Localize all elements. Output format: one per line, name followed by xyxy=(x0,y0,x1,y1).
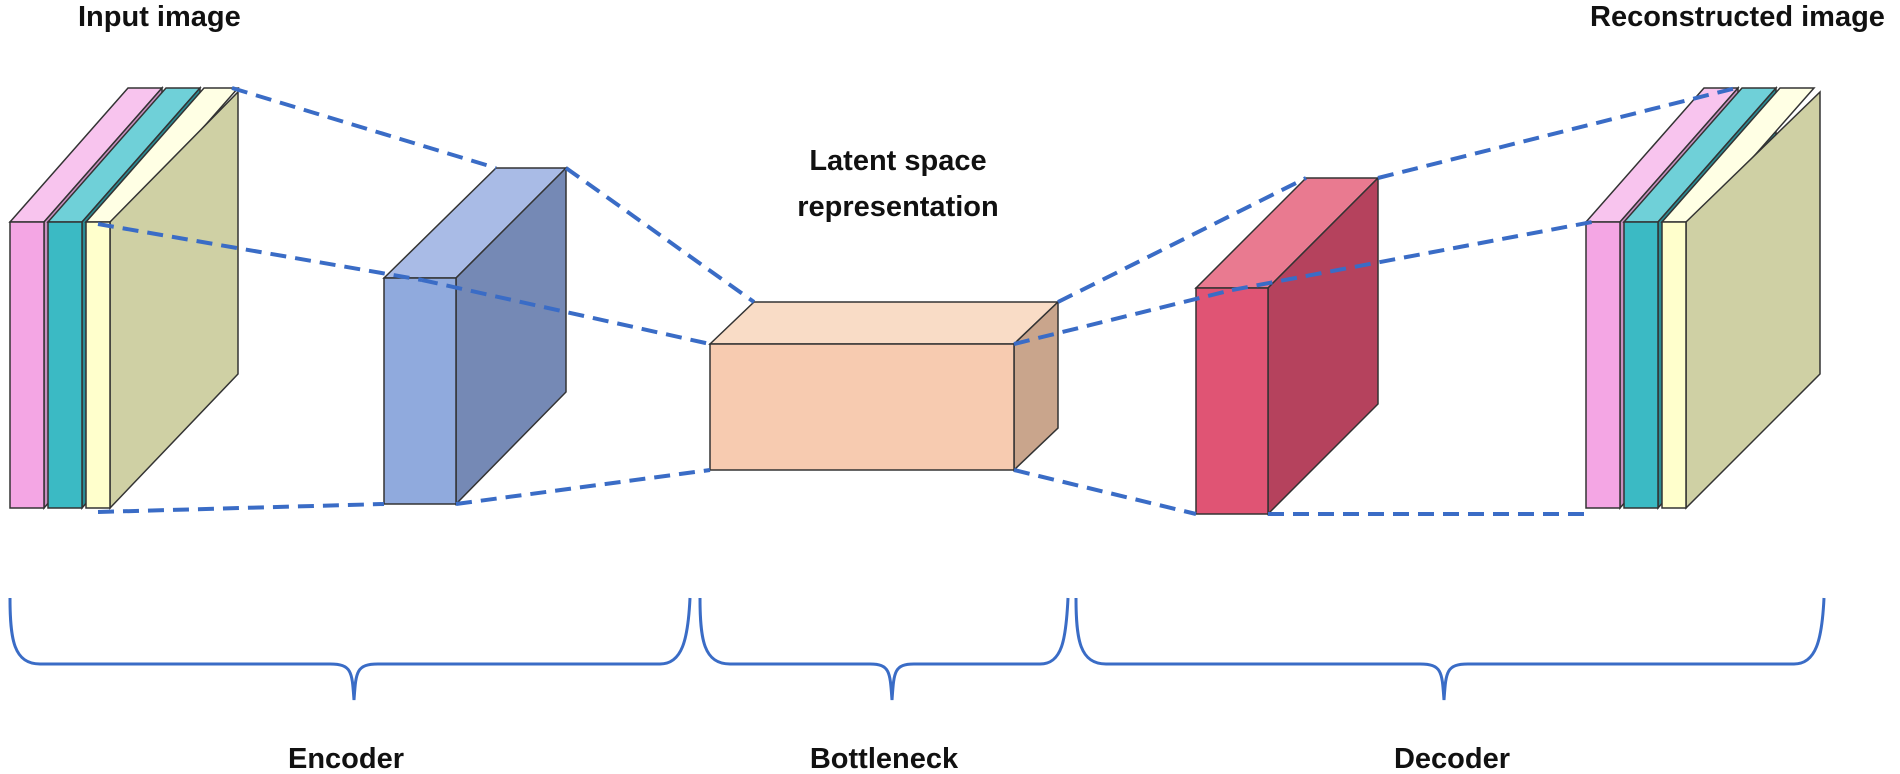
projection-lines xyxy=(97,86,1737,516)
bottleneck-block xyxy=(708,300,1060,472)
encoder-block xyxy=(382,166,568,506)
input-image-stack xyxy=(8,86,240,510)
dash-line xyxy=(1377,86,1737,180)
encoder-brace xyxy=(8,597,692,701)
latent-space-label-line2: representation xyxy=(797,191,998,223)
output-layer-yellow xyxy=(1660,87,1821,510)
decoder-block xyxy=(1194,176,1380,516)
dash-line xyxy=(231,86,497,170)
dash-line xyxy=(1231,220,1593,292)
dash-line xyxy=(1057,176,1307,304)
dash-line xyxy=(564,166,756,304)
bottleneck-label: Bottleneck xyxy=(810,743,959,774)
decoder-brace xyxy=(1074,597,1826,701)
dash-line xyxy=(97,222,423,282)
encoder-label: Encoder xyxy=(288,743,404,774)
dash-line xyxy=(1013,468,1197,516)
reconstructed-image-stack xyxy=(1584,86,1821,510)
input-layer-yellow xyxy=(84,87,240,510)
dash-line xyxy=(1013,288,1233,346)
bottleneck-brace xyxy=(698,597,1070,701)
dash-line xyxy=(97,502,385,514)
latent-space-label-line1: Latent space xyxy=(809,145,986,177)
decoder-label: Decoder xyxy=(1394,743,1510,774)
input-image-label: Input image xyxy=(78,1,241,33)
dash-line xyxy=(455,468,711,506)
reconstructed-image-label: Reconstructed image xyxy=(1590,1,1885,33)
